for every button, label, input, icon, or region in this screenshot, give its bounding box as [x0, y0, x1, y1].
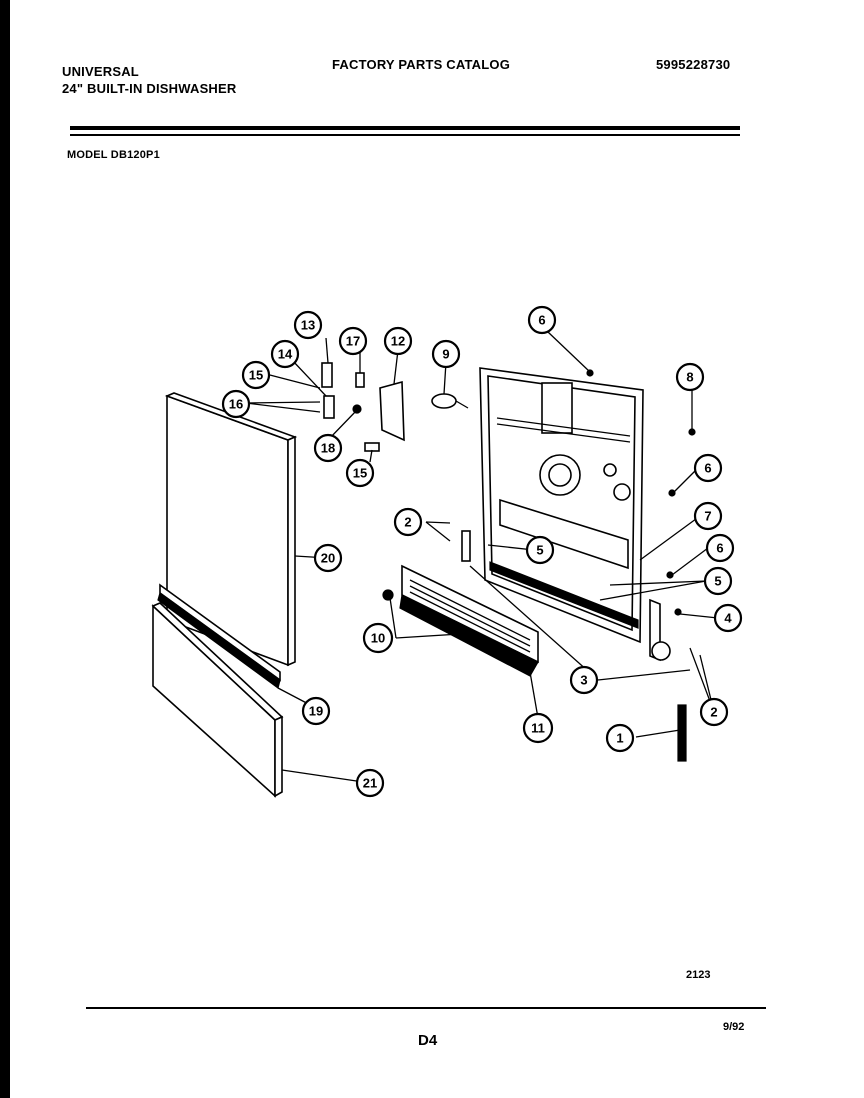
callout-5-right-label: 5: [714, 574, 721, 589]
figure-number: 2123: [686, 969, 711, 981]
callout-15-top-label: 15: [249, 368, 263, 383]
parts-catalog-page: UNIVERSAL 24" BUILT-IN DISHWASHER FACTOR…: [10, 0, 864, 1098]
callout-2-left: 2: [393, 507, 423, 537]
callout-15-bottom-label: 15: [353, 466, 367, 481]
callout-17: 17: [338, 326, 368, 356]
callout-18: 18: [313, 433, 343, 463]
brand-block: UNIVERSAL 24" BUILT-IN DISHWASHER: [62, 63, 236, 97]
callout-11: 11: [522, 712, 554, 744]
model-line: MODEL DB120P1: [67, 147, 160, 164]
hinge-hardware: [321, 362, 696, 762]
callout-21-label: 21: [363, 776, 377, 791]
scan-edge: [0, 0, 10, 1098]
footer-rule: [86, 1007, 766, 1009]
callout-2-left-label: 2: [404, 515, 411, 530]
callout-8: 8: [675, 362, 705, 392]
outer-door-panel: [164, 392, 298, 667]
brand-name: UNIVERSAL: [62, 64, 139, 79]
callout-5-right: 5: [703, 566, 733, 596]
callout-9: 9: [431, 339, 461, 369]
page-label: D4: [418, 1032, 438, 1049]
callout-21: 21: [355, 768, 385, 798]
callout-20: 20: [313, 543, 343, 573]
callout-5-left-label: 5: [536, 543, 543, 558]
callout-13: 13: [293, 310, 323, 340]
callout-20-label: 20: [321, 551, 335, 566]
callout-6-low-label: 6: [716, 541, 723, 556]
header-rule-thick: [70, 126, 740, 130]
callout-3-label: 3: [580, 673, 587, 688]
callout-6-top: 6: [527, 305, 557, 335]
callout-12: 12: [383, 326, 413, 356]
callout-6-mid: 6: [693, 453, 723, 483]
control-console: [399, 564, 539, 677]
callout-4: 4: [713, 603, 743, 633]
callout-18-label: 18: [321, 441, 335, 456]
callout-7-label: 7: [704, 509, 711, 524]
callout-5-left: 5: [525, 535, 555, 565]
callout-6-top-label: 6: [538, 313, 545, 328]
callout-17-label: 17: [346, 334, 360, 349]
catalog-number: 5995228730: [656, 57, 731, 72]
callout-6-low: 6: [705, 533, 735, 563]
catalog-title: FACTORY PARTS CATALOG: [332, 57, 511, 72]
product-name: 24" BUILT-IN DISHWASHER: [62, 81, 237, 96]
kick-panel: [151, 602, 284, 798]
callout-13-label: 13: [301, 318, 315, 333]
callout-1: 1: [605, 723, 635, 753]
callout-2-right: 2: [699, 697, 729, 727]
callout-19-label: 19: [309, 704, 323, 719]
callout-9-label: 9: [442, 347, 449, 362]
model-label: MODEL: [67, 149, 108, 161]
callout-11-label: 11: [531, 721, 545, 736]
exploded-parts-diagram: 1 2 2 3 4 5 5 6 6 6 7 8 9 10 11 12 13 14…: [151, 305, 743, 798]
header-rule-thin: [70, 134, 740, 136]
callout-10-label: 10: [371, 631, 385, 646]
callout-16: 16: [221, 389, 251, 419]
callout-2-right-label: 2: [710, 705, 717, 720]
callout-15-top: 15: [241, 360, 271, 390]
callout-12-label: 12: [391, 334, 405, 349]
callout-10: 10: [362, 622, 394, 654]
callout-3: 3: [569, 665, 599, 695]
callout-15-bottom: 15: [345, 458, 375, 488]
model-number: DB120P1: [110, 149, 160, 161]
callout-14: 14: [270, 339, 300, 369]
callout-16-label: 16: [229, 397, 243, 412]
date-code: 9/92: [723, 1021, 745, 1033]
callout-8-label: 8: [686, 370, 693, 385]
inner-door-liner: [479, 367, 644, 644]
callout-6-mid-label: 6: [704, 461, 711, 476]
callout-4-label: 4: [724, 611, 732, 626]
callout-7: 7: [693, 501, 723, 531]
callout-1-label: 1: [616, 731, 623, 746]
callout-14-label: 14: [278, 347, 293, 362]
callout-19: 19: [301, 696, 331, 726]
